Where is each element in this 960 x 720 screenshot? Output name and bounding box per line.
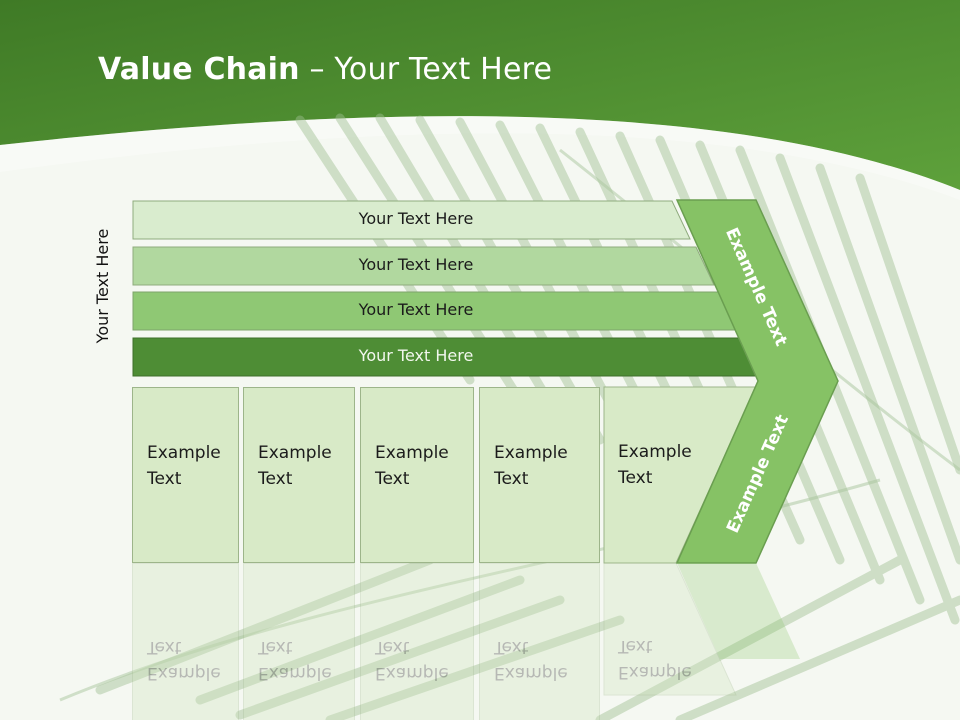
- cell-line-2: Text: [375, 469, 410, 489]
- value-bar-label: Your Text Here: [358, 346, 474, 365]
- value-bar-1: Your Text Here: [0, 200, 700, 240]
- header-curve-highlight: [0, 116, 960, 200]
- cell-line-2: Text: [258, 469, 293, 489]
- cell-line-2: Text: [618, 468, 653, 488]
- header-band: [0, 0, 960, 190]
- cell-line-1: Example: [147, 443, 221, 463]
- value-bar-label: Your Text Here: [358, 209, 474, 228]
- value-bar-2: Your Text Here: [0, 246, 720, 286]
- cell-line-1: Example: [258, 443, 332, 463]
- cell-line-2: Text: [147, 469, 182, 489]
- cell-line-1: Example: [494, 443, 568, 463]
- slide-title: Value Chain – Your Text Here: [98, 52, 553, 87]
- value-bar-label: Your Text Here: [358, 255, 474, 274]
- value-bar-label: Your Text Here: [358, 300, 474, 319]
- cell-line-2: Text: [494, 469, 529, 489]
- value-bar-4: Your Text Here: [0, 337, 770, 377]
- cell-line-1: Example: [375, 443, 449, 463]
- value-bar-3: Your Text Here: [0, 291, 745, 331]
- cell-line-1: Example: [618, 442, 692, 462]
